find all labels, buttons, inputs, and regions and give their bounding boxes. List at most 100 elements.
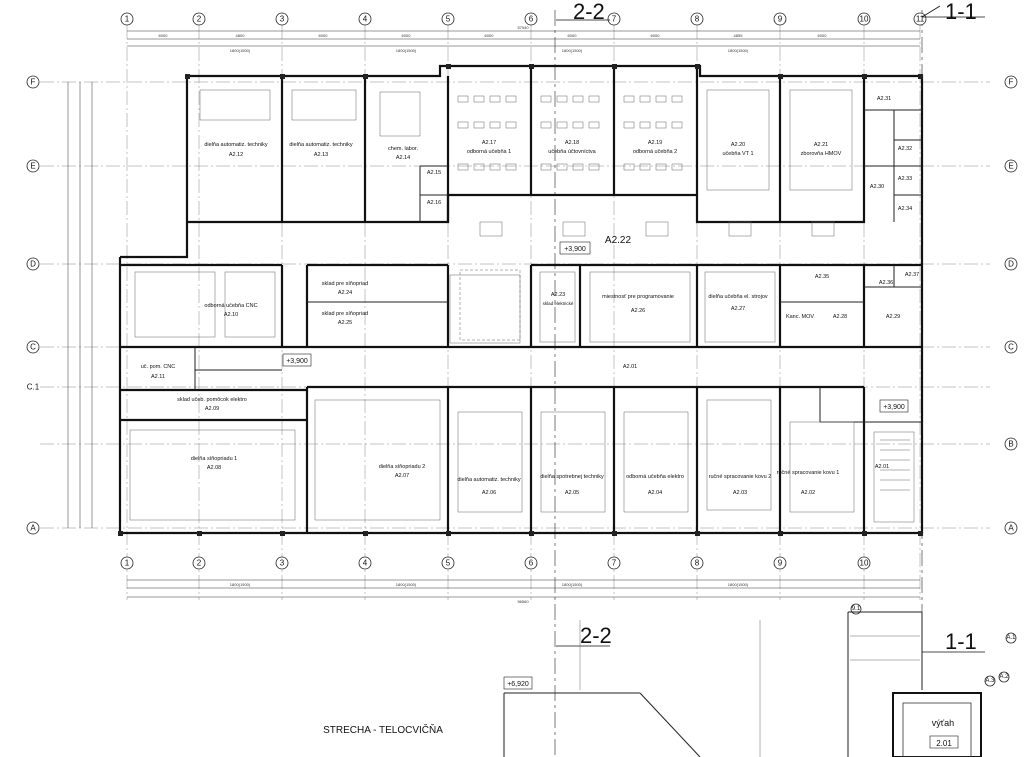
svg-text:A2.01: A2.01: [875, 464, 889, 470]
axis-bubbles-bottom: 1 2 3 4 5 6 7 8 9 10 9.1: [120, 556, 871, 615]
svg-text:A2.21: A2.21: [814, 142, 828, 148]
svg-text:A2.35: A2.35: [815, 274, 829, 280]
svg-text:C: C: [30, 343, 36, 352]
svg-text:miestnosť pre programovanie: miestnosť pre programovanie: [602, 294, 674, 300]
svg-text:STRECHA - TELOCVIČŇA: STRECHA - TELOCVIČŇA: [323, 723, 443, 736]
section-cut-labels: 2-2 1-1 2-2 1-1: [556, 0, 985, 654]
svg-text:7: 7: [612, 15, 617, 24]
svg-text:1800(1500): 1800(1500): [562, 48, 583, 53]
svg-text:9.1: 9.1: [852, 606, 861, 612]
svg-text:A2.05: A2.05: [565, 490, 579, 496]
svg-text:9: 9: [778, 15, 783, 24]
svg-text:A: A: [30, 524, 36, 533]
svg-text:odborná učebňa CNC: odborná učebňa CNC: [204, 303, 257, 309]
svg-text:B: B: [1008, 440, 1013, 449]
svg-text:E: E: [1008, 162, 1013, 171]
svg-text:výťah: výťah: [932, 718, 954, 728]
svg-text:Kanc. MOV: Kanc. MOV: [786, 314, 814, 320]
axis-bubbles-rows: F E D C C.1 A F E D C B A A.1 A.2 A.3: [26, 75, 1018, 687]
svg-text:A2.28: A2.28: [833, 314, 847, 320]
svg-text:A2.30: A2.30: [870, 184, 884, 190]
svg-text:1800(1500): 1800(1500): [396, 48, 417, 53]
svg-text:6000: 6000: [818, 33, 828, 38]
svg-text:A2.04: A2.04: [648, 490, 662, 496]
svg-text:sklad učeb. pomôcok elektro: sklad učeb. pomôcok elektro: [177, 397, 247, 403]
svg-text:+3,900: +3,900: [286, 358, 308, 365]
svg-text:6000: 6000: [159, 33, 169, 38]
svg-text:dielňa spotrebnej techniky: dielňa spotrebnej techniky: [540, 474, 604, 480]
svg-text:1: 1: [125, 559, 130, 568]
svg-text:3: 3: [280, 559, 285, 568]
svg-text:4800: 4800: [236, 33, 246, 38]
svg-text:A2.11: A2.11: [151, 374, 165, 380]
dimension-lines-top: 57540 6000 4800 6000 6000 6000 6000 6000…: [127, 25, 920, 53]
svg-text:11: 11: [916, 15, 925, 24]
svg-text:A2.29: A2.29: [886, 314, 900, 320]
svg-text:odborná učebňa 1: odborná učebňa 1: [467, 149, 511, 155]
svg-text:6: 6: [529, 559, 534, 568]
svg-text:4855: 4855: [734, 33, 744, 38]
svg-text:8: 8: [695, 15, 700, 24]
svg-text:56560: 56560: [517, 599, 529, 604]
svg-text:A2.27: A2.27: [731, 306, 745, 312]
svg-text:2.01: 2.01: [936, 739, 952, 748]
svg-text:učebňa VT 1: učebňa VT 1: [722, 151, 753, 157]
svg-text:uč. pom. CNC: uč. pom. CNC: [141, 364, 176, 370]
svg-text:+3,900: +3,900: [883, 404, 905, 411]
svg-text:5: 5: [446, 559, 451, 568]
svg-text:2: 2: [197, 15, 202, 24]
svg-text:6000: 6000: [651, 33, 661, 38]
room-labels: dielňa automatiz. techniky A2.12 dielňa …: [141, 96, 919, 496]
svg-text:odborná učebňa elektro: odborná učebňa elektro: [626, 474, 684, 480]
svg-text:F: F: [1009, 78, 1014, 87]
svg-text:ručné spracovanie kovu 1: ručné spracovanie kovu 1: [777, 470, 840, 476]
svg-text:D: D: [1008, 260, 1014, 269]
svg-text:A2.18: A2.18: [565, 140, 579, 146]
svg-text:A2.13: A2.13: [314, 152, 328, 158]
svg-text:dielňa automatiz. techniky: dielňa automatiz. techniky: [457, 477, 521, 483]
furniture: [129, 89, 915, 523]
svg-text:6000: 6000: [568, 33, 578, 38]
svg-text:A2.32: A2.32: [898, 146, 912, 152]
svg-text:F: F: [31, 78, 36, 87]
svg-text:dielňa učebňa el. strojov: dielňa učebňa el. strojov: [708, 294, 768, 300]
svg-text:1800(1500): 1800(1500): [230, 48, 251, 53]
svg-text:A2.33: A2.33: [898, 176, 912, 182]
svg-text:A2.08: A2.08: [207, 465, 221, 471]
svg-text:dielňa automatiz. techniky: dielňa automatiz. techniky: [289, 142, 353, 148]
svg-text:1: 1: [125, 15, 130, 24]
dimension-lines-left: [67, 82, 93, 528]
svg-text:A2.10: A2.10: [224, 312, 238, 318]
svg-text:1800(1500): 1800(1500): [396, 582, 417, 587]
annex-area: +6,920 STRECHA - TELOCVIČŇA výťah 2.01: [323, 611, 982, 757]
interior-walls: [120, 66, 922, 533]
svg-text:9: 9: [778, 559, 783, 568]
svg-text:chem. labor.: chem. labor.: [388, 146, 418, 152]
svg-text:A2.24: A2.24: [338, 290, 352, 296]
svg-text:2: 2: [197, 559, 202, 568]
svg-text:A2.20: A2.20: [731, 142, 745, 148]
svg-text:A2.16: A2.16: [427, 200, 441, 206]
svg-text:A2.36: A2.36: [879, 280, 893, 286]
svg-text:A.1: A.1: [1006, 635, 1016, 641]
svg-text:A2.02: A2.02: [801, 490, 815, 496]
svg-text:2-2: 2-2: [580, 623, 612, 648]
svg-text:1800(1500): 1800(1500): [728, 582, 749, 587]
exterior-walls: [118, 64, 924, 535]
svg-text:A2.34: A2.34: [898, 206, 912, 212]
svg-text:4: 4: [363, 559, 368, 568]
svg-text:dielňa síňopriadu 1: dielňa síňopriadu 1: [191, 456, 237, 462]
svg-text:1800(1500): 1800(1500): [562, 582, 583, 587]
svg-text:ručné spracovanie kovu 2: ručné spracovanie kovu 2: [709, 474, 772, 480]
svg-text:1800(1500): 1800(1500): [728, 48, 749, 53]
svg-text:3: 3: [280, 15, 285, 24]
svg-text:5: 5: [446, 15, 451, 24]
svg-text:57540: 57540: [517, 25, 529, 30]
svg-text:A2.15: A2.15: [427, 170, 441, 176]
svg-text:učebňa účtovníctva: učebňa účtovníctva: [548, 149, 596, 155]
svg-text:A2.01: A2.01: [623, 364, 637, 370]
svg-text:A2.22: A2.22: [605, 235, 632, 246]
svg-text:1-1: 1-1: [945, 629, 977, 654]
svg-text:A2.14: A2.14: [396, 155, 410, 161]
